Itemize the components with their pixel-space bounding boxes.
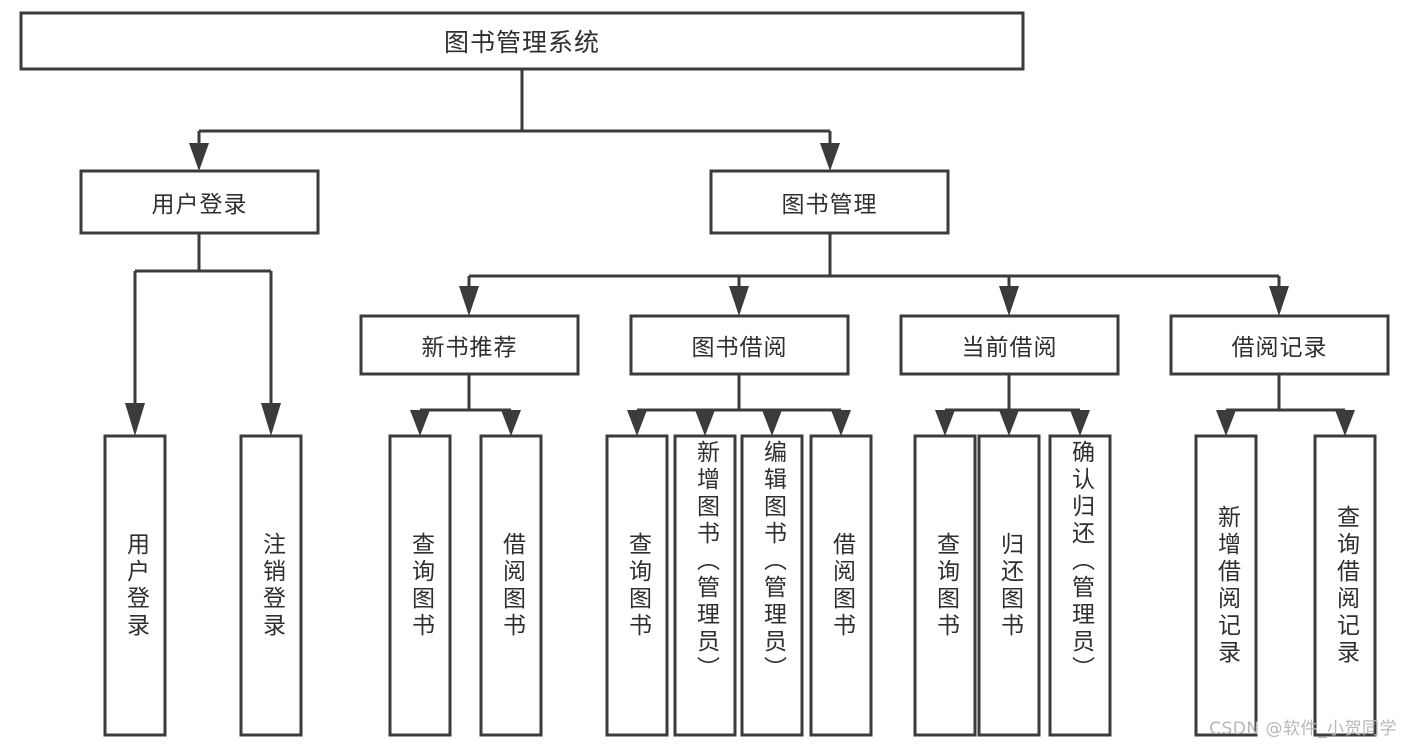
leaf-book-borrow-1[interactable] [673,434,737,737]
connector-group-current-borrow [935,374,1090,436]
leaf-current-borrow-0[interactable] [913,434,977,737]
arrow-head-icon [627,410,647,436]
leaf-new-book-0[interactable] [388,434,452,737]
arrow-head-icon [189,143,209,171]
node-root[interactable] [19,11,1025,71]
leaf-book-borrow-0[interactable] [605,434,669,737]
arrow-head-icon [999,286,1019,316]
connector-group-root [189,69,840,171]
leaf-user-login-1[interactable] [239,434,303,737]
arrow-head-icon [501,410,521,436]
arrow-head-icon [831,410,851,436]
arrow-head-icon [762,410,782,436]
arrow-head-icon [1335,410,1355,436]
node-new-book-recommend[interactable] [359,314,580,376]
connector-group-book-borrow [627,374,851,436]
leaf-book-borrow-3[interactable] [809,434,873,737]
leaf-user-login-0[interactable] [103,434,167,737]
node-borrow-record[interactable] [1169,314,1390,376]
leaf-borrow-record-1[interactable] [1313,434,1377,737]
leaf-book-borrow-2[interactable] [740,434,804,737]
watermark: CSDN @软件_小贺同学 [1209,719,1397,739]
connector-group-user-login [125,233,281,436]
arrow-head-icon [935,410,955,436]
connector-group-book-manage [459,233,1289,316]
leaf-current-borrow-1[interactable] [977,434,1041,737]
leaf-current-borrow-2[interactable] [1048,434,1112,737]
arrow-head-icon [410,410,430,436]
node-book-borrow[interactable] [629,314,850,376]
arrow-head-icon [695,410,715,436]
leaf-new-book-1[interactable] [479,434,543,737]
node-user-login[interactable] [79,169,320,235]
connector-group-new-book [410,374,521,436]
arrow-head-icon [729,286,749,316]
arrow-head-icon [459,286,479,316]
arrow-head-icon [1070,410,1090,436]
arrow-head-icon [261,403,281,436]
node-current-borrow[interactable] [899,314,1120,376]
arrow-head-icon [1269,286,1289,316]
arrow-head-icon [820,143,840,171]
connector-group-borrow-record [1216,374,1355,436]
arrow-head-icon [125,403,145,436]
node-book-manage[interactable] [709,169,950,235]
arrow-head-icon [999,410,1019,436]
leaf-borrow-record-0[interactable] [1194,434,1258,737]
arrow-head-icon [1216,410,1236,436]
